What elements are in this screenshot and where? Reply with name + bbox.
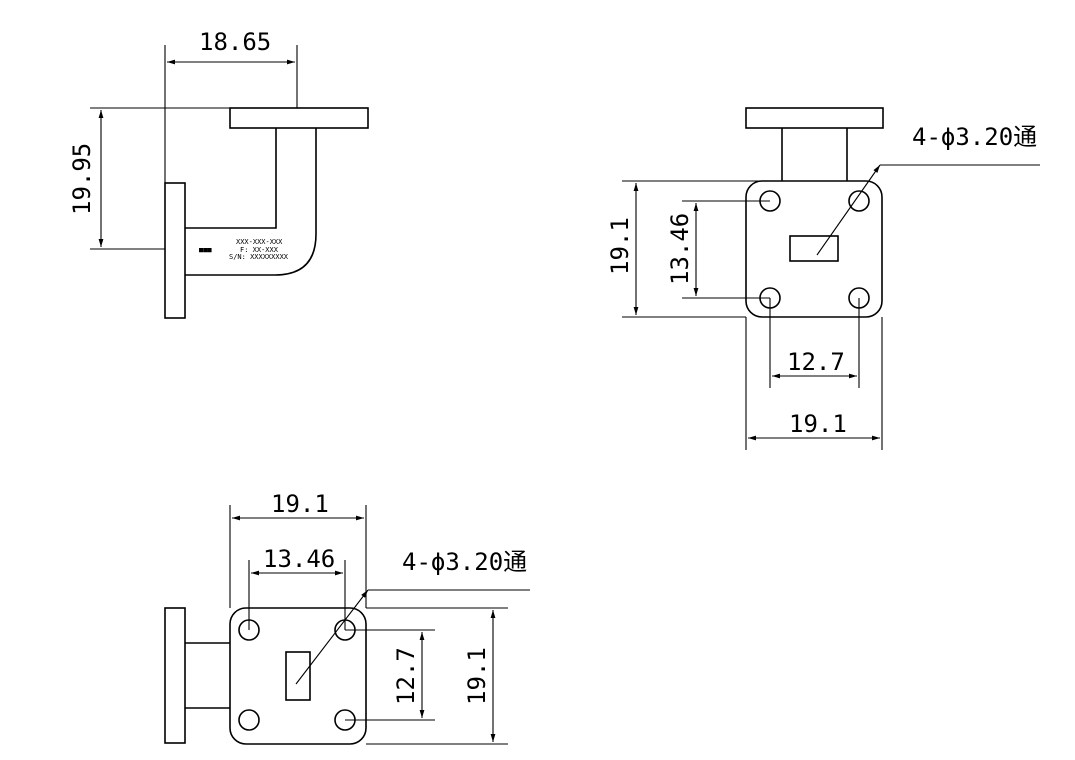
bottom-hole-bl	[238, 709, 260, 731]
bottom-left-flange	[164, 607, 186, 744]
side-height-dim: 19.95	[68, 143, 96, 215]
bottom-hole-note: 4-ϕ3.20通	[402, 548, 527, 576]
side-left-flange	[164, 182, 186, 319]
side-bend-inner	[185, 128, 277, 229]
bottom-square-flange	[229, 607, 367, 745]
bottom-hole-horizontal: 13.46	[263, 545, 335, 573]
bottom-view: 4-ϕ3.20通 19.1 13.46 12.7 19.1	[164, 490, 530, 745]
front-outer-height: 19.1	[606, 217, 634, 275]
side-top-flange	[229, 107, 369, 129]
front-top-flange	[745, 107, 884, 129]
front-hole-vertical: 13.46	[666, 213, 694, 285]
front-aperture	[789, 235, 839, 262]
bottom-outer-height: 19.1	[463, 647, 491, 705]
side-view: ■■■ XXX-XXX-XXX F: XX-XXX S/N: XXXXXXXXX…	[68, 28, 369, 319]
front-hole-horizontal: 12.7	[787, 348, 845, 376]
front-outer-width: 19.1	[789, 410, 847, 438]
bottom-leader	[295, 589, 369, 685]
marking-line2: F: XX-XXX	[240, 246, 279, 254]
front-leader	[816, 164, 881, 256]
marking-line3: S/N: XXXXXXXXX	[229, 253, 289, 261]
side-width-dim: 18.65	[199, 28, 271, 56]
marking-logo: ■■■	[199, 246, 212, 254]
marking-line1: XXX-XXX-XXX	[236, 238, 283, 246]
front-hole-tr	[848, 190, 870, 212]
side-bend-outer	[185, 128, 317, 276]
bottom-outer-width: 19.1	[271, 490, 329, 518]
front-hole-note: 4-ϕ3.20通	[912, 123, 1037, 151]
bottom-aperture	[285, 651, 311, 701]
front-square-flange	[745, 180, 883, 318]
front-view: 4-ϕ3.20通 19.1 13.46 12.7 19.1	[606, 107, 1040, 450]
bottom-hole-vertical: 12.7	[392, 647, 420, 705]
